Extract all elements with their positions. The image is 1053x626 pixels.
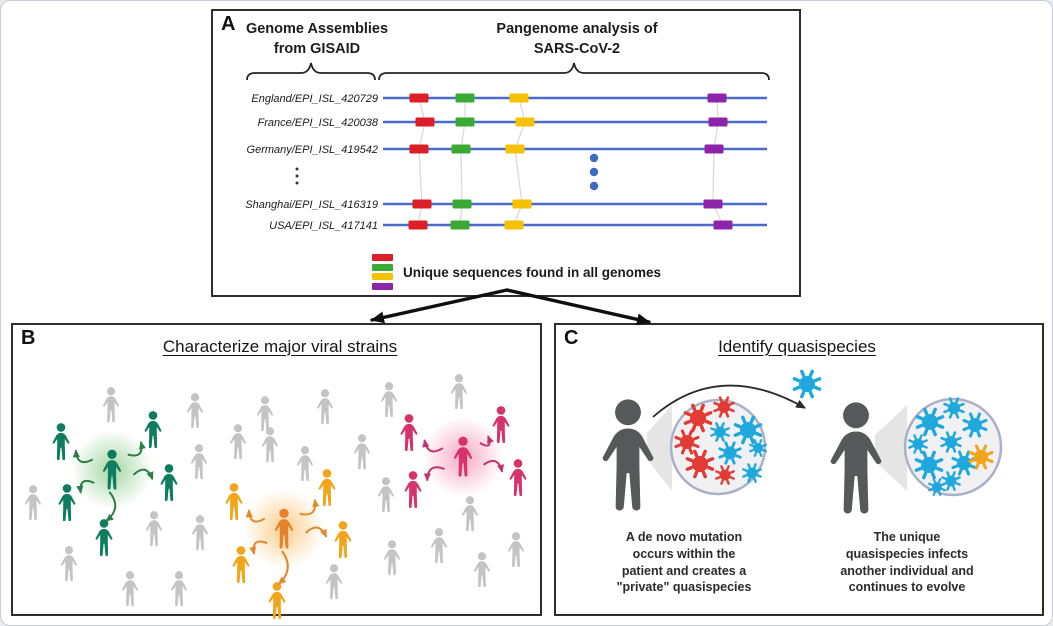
legend-swatch-purple xyxy=(372,282,393,290)
legend-swatch-green xyxy=(372,263,393,271)
panel-a-left-title: Genome Assemblies from GISAID xyxy=(245,21,389,57)
panel-c-title: Identify quasispecies xyxy=(718,337,876,356)
panel-c-label: C xyxy=(564,327,579,349)
legend-color-swatches xyxy=(372,253,393,291)
legend-swatch-yellow xyxy=(372,273,393,281)
panel-b-label: B xyxy=(21,327,36,349)
panel-a: A Genome Assemblies from GISAID Pangenom… xyxy=(211,9,801,297)
caption-de-novo-mutation: A de novo mutation occurs within the pat… xyxy=(616,530,752,595)
panel-a-label: A xyxy=(221,13,236,35)
legend-swatch-red xyxy=(372,254,393,262)
legend-label: Unique sequences found in all genomes xyxy=(403,264,662,280)
legend: Unique sequences found in all genomes xyxy=(372,253,661,291)
caption-unique-quasispecies: The unique quasispecies infects another … xyxy=(840,530,974,595)
panel-b-title: Characterize major viral strains xyxy=(162,337,398,356)
panel-b: B Characterize major viral strains xyxy=(11,323,542,616)
panel-c: C Identify quasispecies A de novo mutati… xyxy=(554,323,1044,616)
panel-a-right-title: Pangenome analysis of SARS-CoV-2 xyxy=(496,21,658,57)
